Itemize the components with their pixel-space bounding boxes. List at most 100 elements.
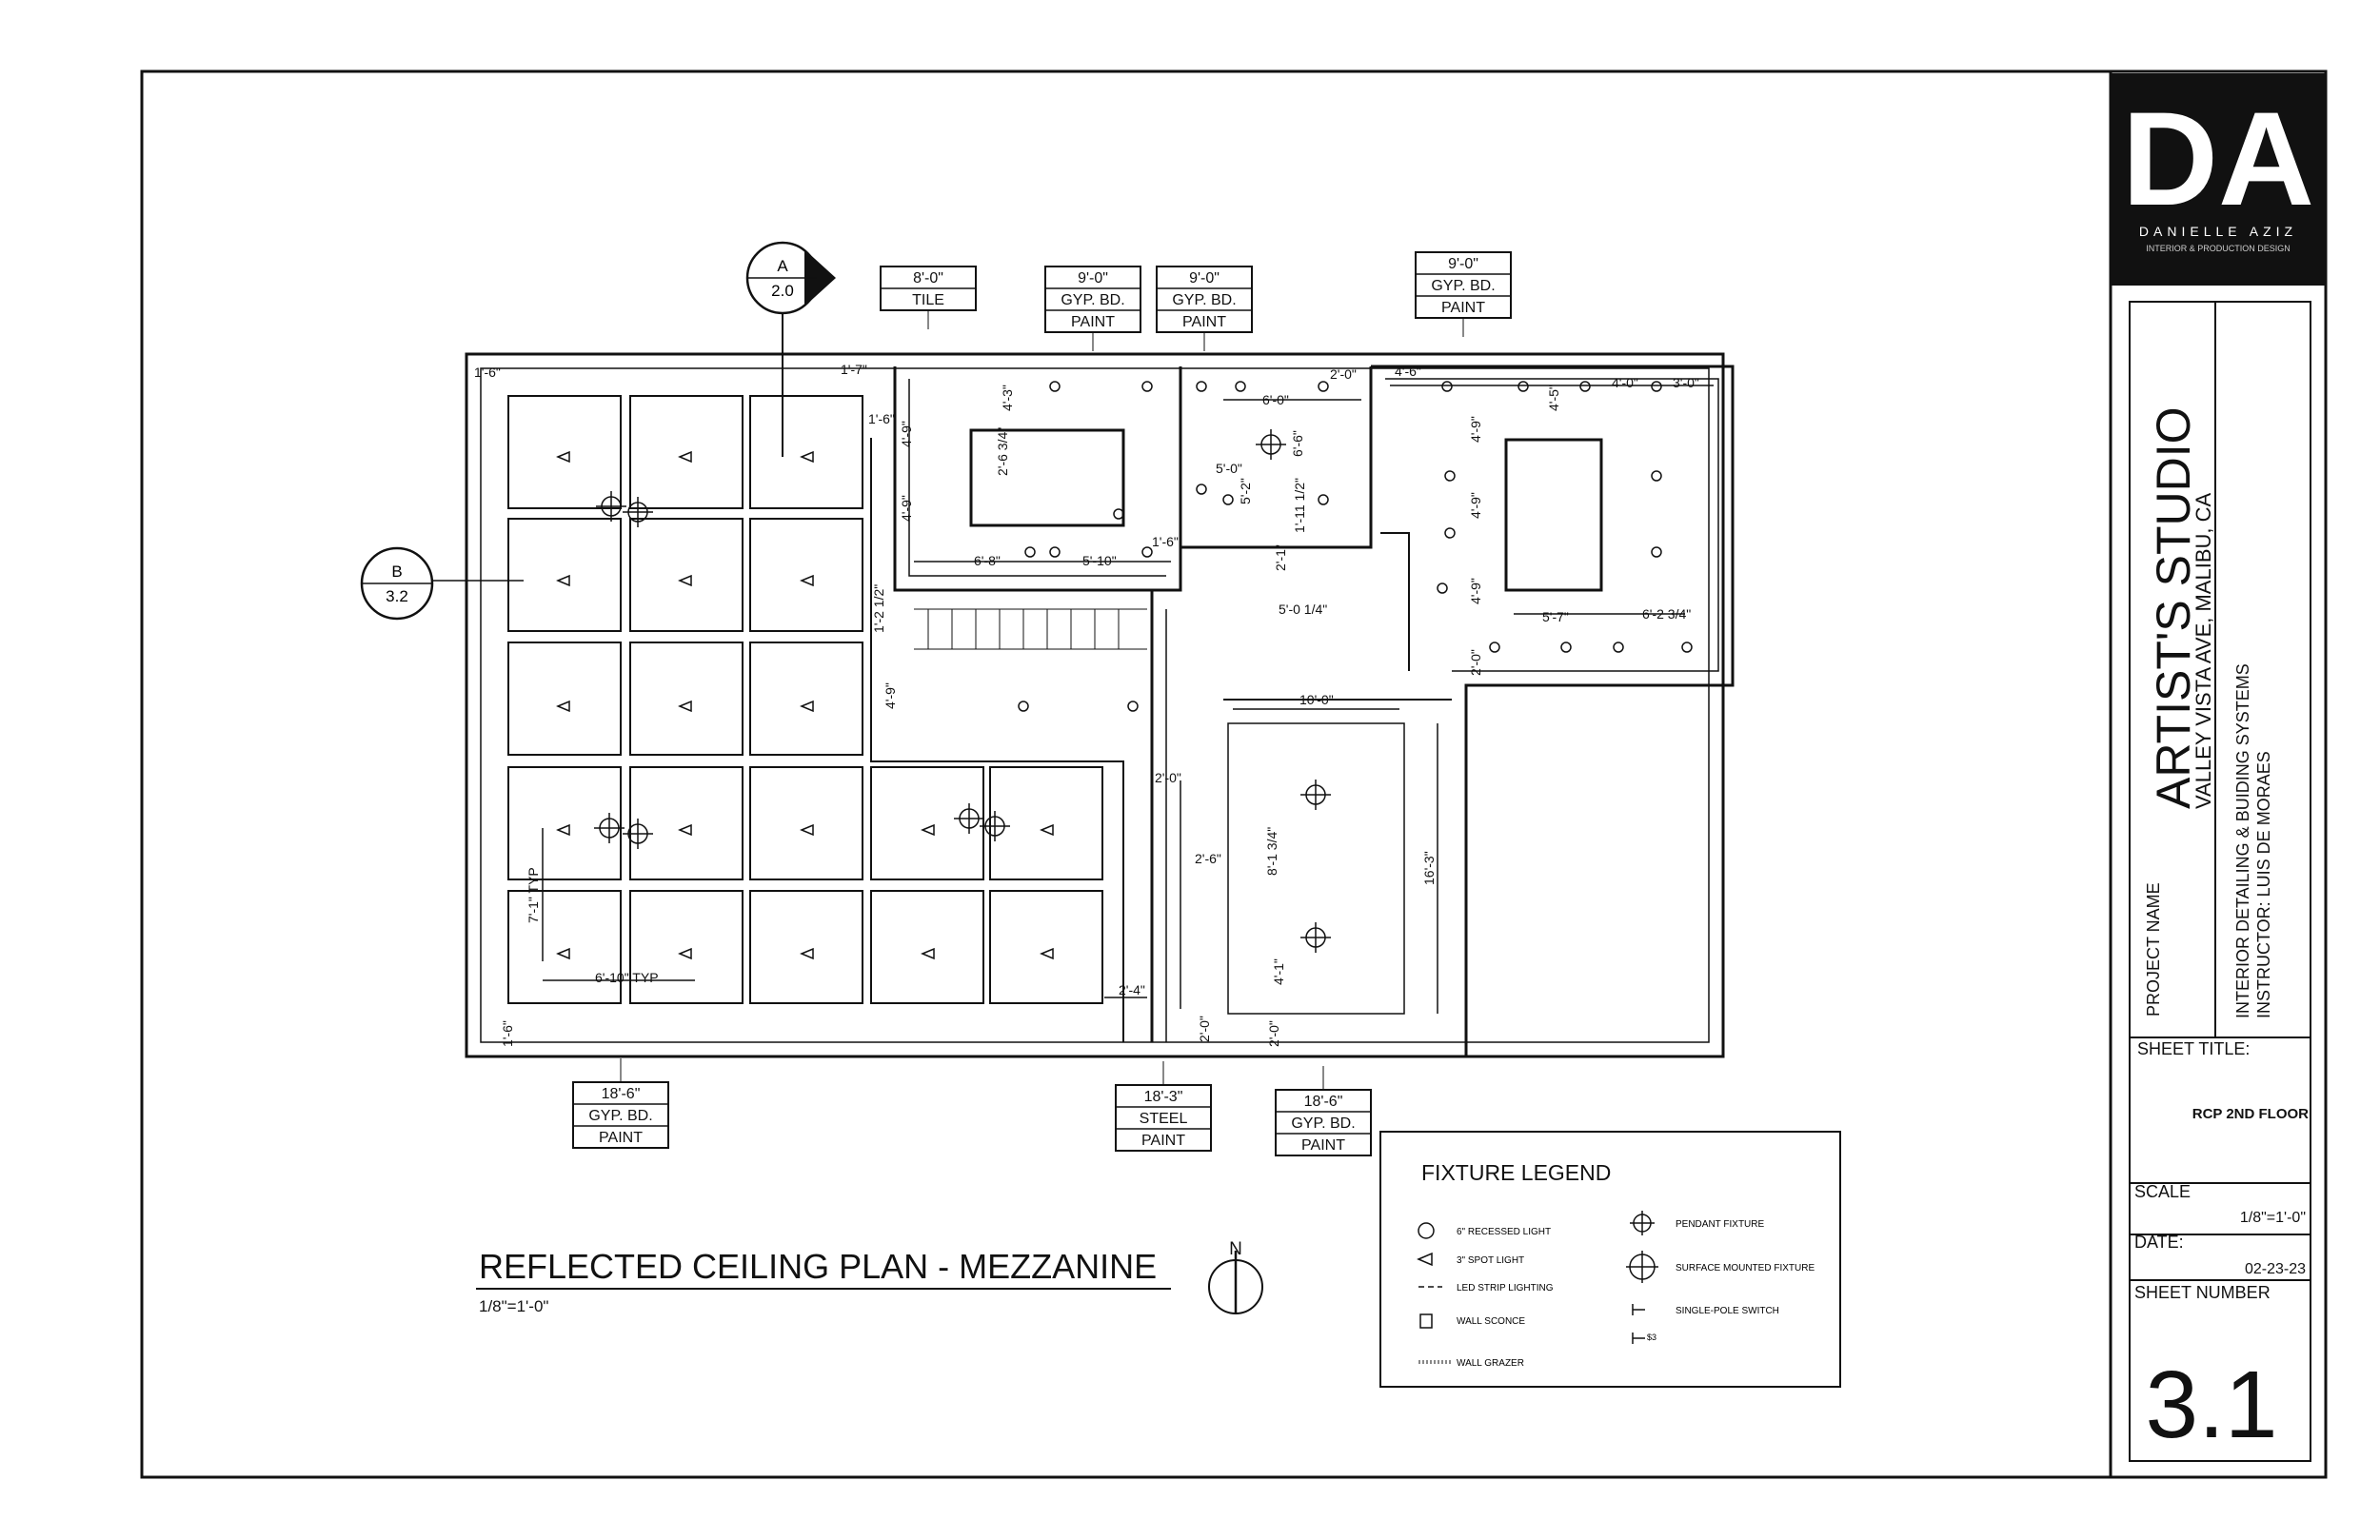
dimension-label: 2'-1"	[1273, 544, 1288, 571]
legend-item-label: 6" RECESSED LIGHT	[1457, 1227, 1551, 1237]
spot-light-icon	[921, 947, 935, 960]
annex-wall	[1371, 365, 1735, 1056]
ceiling-tag: 8'-0"TILE	[880, 266, 977, 329]
recessed-light-icon	[1127, 701, 1139, 712]
recessed-light-icon	[1651, 470, 1662, 482]
legend-item-label: LED STRIP LIGHTING	[1457, 1283, 1554, 1293]
recessed-light-icon	[1579, 381, 1591, 392]
spot-light-icon	[800, 574, 814, 587]
svg-text:N: N	[1229, 1239, 1242, 1259]
pendant-fixture-icon	[1630, 1211, 1655, 1235]
partition	[1180, 366, 1373, 549]
ceiling-height: 18'-6"	[602, 1086, 641, 1102]
recessed-light-icon	[1489, 642, 1500, 653]
ceiling-tag: 18'-6" GYP. BD. PAINT	[572, 1058, 669, 1149]
stair	[914, 608, 1147, 650]
ceiling-tray	[1227, 722, 1405, 1015]
sheet-number-label: SHEET NUMBER	[2134, 1283, 2271, 1302]
spot-light-icon	[556, 574, 570, 587]
ceiling-material: TILE	[912, 292, 944, 308]
dimension-label: 6'-2 3/4"	[1642, 606, 1691, 622]
recessed-light-icon	[1141, 381, 1153, 392]
dimension-label: 5'-0 1/4"	[1279, 602, 1327, 617]
dimension-label: 1'-6"	[474, 365, 501, 380]
dimension-label: 1'-6"	[1152, 534, 1179, 549]
dimension-label: 6'-10" TYP	[595, 970, 659, 985]
dimension-label: 1'-11 1/2"	[1292, 478, 1307, 533]
ceiling-material: PAINT	[1141, 1133, 1185, 1149]
dimension-label: 2'-4"	[1119, 982, 1145, 997]
legend-item-label: SINGLE-POLE SWITCH	[1676, 1306, 1779, 1316]
recessed-light-icon	[1318, 381, 1329, 392]
pendant-fixture-icon	[1300, 780, 1331, 810]
annex-wall-inner	[1385, 378, 1719, 672]
dimension-label: 6'-6"	[1290, 430, 1305, 457]
recessed-light-icon	[1681, 642, 1693, 653]
ceiling-material: GYP. BD.	[1061, 292, 1124, 308]
logo-tagline: INTERIOR & PRODUCTION DESIGN	[2146, 244, 2291, 253]
spot-light-icon	[800, 823, 814, 837]
title-block	[2129, 301, 2311, 1462]
partition	[893, 366, 1182, 592]
spot-light-icon	[678, 823, 692, 837]
spot-light-icon	[678, 947, 692, 960]
dimension-label: 4'-9"	[1468, 492, 1483, 519]
dimension-label: 4'-9"	[883, 682, 898, 709]
recessed-light-icon	[1113, 508, 1124, 520]
recessed-light-icon	[1613, 642, 1624, 653]
dimension-label: 2'-0"	[1197, 1016, 1212, 1042]
ceiling-material: PAINT	[1301, 1137, 1345, 1154]
ceiling-material: GYP. BD.	[1431, 278, 1495, 294]
dimension-lines	[542, 385, 1714, 1014]
sheet-title: RCP 2ND FLOOR	[2192, 1106, 2309, 1122]
recessed-light-icon	[1049, 546, 1061, 558]
section-a-letter: A	[777, 257, 788, 275]
project-address: VALLEY VISTA AVE, MALIBU, CA	[2192, 492, 2215, 809]
ceiling-material: PAINT	[599, 1130, 643, 1146]
recessed-light-icon	[1049, 381, 1061, 392]
plan-fixtures	[556, 381, 1693, 960]
recessed-light-icon	[1437, 582, 1448, 594]
sheet-number: 3.1	[2145, 1352, 2277, 1458]
section-b-letter: B	[391, 563, 402, 581]
exterior-wall-inner	[480, 367, 1710, 1043]
dimension-label: 2'-0"	[1155, 770, 1181, 785]
project-name: ARTIST'S STUDIO	[2147, 406, 2200, 809]
spot-light-icon	[556, 450, 570, 464]
partition	[1380, 532, 1410, 671]
ceiling-height: 9'-0"	[1078, 270, 1108, 286]
dimension-label: 4'-9"	[1468, 416, 1483, 443]
ceiling-material: PAINT	[1071, 314, 1115, 330]
dimension-label: 2'-0"	[1266, 1020, 1281, 1047]
recessed-light-icon	[1141, 546, 1153, 558]
dimension-label: 2'-0"	[1330, 366, 1357, 382]
drawing-scale: 1/8"=1'-0"	[479, 1297, 548, 1315]
single-pole-switch-icon	[1632, 1304, 1645, 1315]
logo-letters: DA	[2122, 84, 2314, 233]
wall-sconce-icon	[1419, 1313, 1433, 1329]
spot-light-icon	[556, 700, 570, 713]
dimension-label: 1'-7"	[841, 362, 867, 377]
ceiling-tag: 9'-0"GYP. BD.PAINT	[1415, 251, 1512, 337]
dimension-labels: 1'-6"1'-7"1'-6"4'-9"4'-3"2'-6 3/4"4'-9"6…	[474, 362, 1699, 1047]
ceiling-material: GYP. BD.	[588, 1108, 652, 1124]
skylight	[1504, 438, 1603, 592]
spot-light-icon	[1417, 1252, 1433, 1267]
dimension-label: 1'-6"	[868, 411, 895, 426]
course-name: INTERIOR DETAILING & BUIDING SYSTEMS	[2233, 663, 2252, 1018]
recessed-light-icon	[1024, 546, 1036, 558]
recessed-light-icon	[1651, 546, 1662, 558]
legend-item-label: WALL GRAZER	[1457, 1358, 1524, 1369]
ceiling-height: 18'-3"	[1144, 1089, 1183, 1105]
partition	[870, 438, 1124, 1042]
dimension-label: 16'-3"	[1421, 851, 1437, 885]
section-a-sheet: 2.0	[771, 282, 794, 300]
dimension-label: 1'-2 1/2"	[871, 584, 886, 633]
exterior-wall	[465, 352, 1725, 1058]
recessed-light-icon	[1418, 1222, 1435, 1239]
recessed-light-icon	[1651, 381, 1662, 392]
scale-label: SCALE	[2134, 1182, 2191, 1201]
coffer-grid	[507, 395, 1103, 1004]
